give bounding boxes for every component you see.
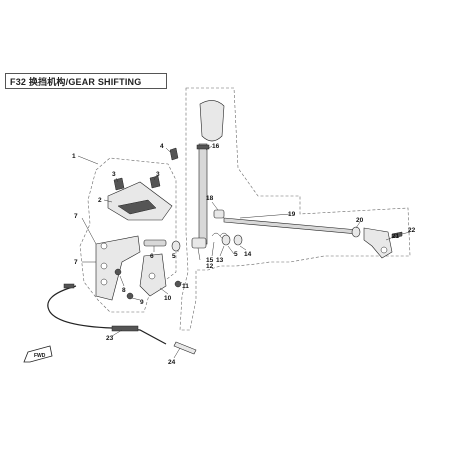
callout-labels: 1 2 3 3 4 5 5 6 7 7 8 9 10 11 12 13 14 1… (72, 143, 416, 366)
callout-20: 20 (356, 217, 364, 224)
callout-1: 1 (72, 153, 76, 160)
part-7-bracket (95, 235, 141, 301)
callout-3b: 3 (156, 171, 160, 178)
part-12-pivot (191, 237, 207, 249)
part-3-bolts (113, 175, 161, 191)
part-11-nut (174, 280, 182, 288)
forward-label: FWD (34, 353, 46, 359)
part-6-pin (143, 239, 167, 247)
part-24-cable-end (173, 341, 197, 355)
callout-13: 13 (216, 257, 224, 264)
diagram-title: F32 换挡机构/GEAR SHIFTING (10, 77, 142, 87)
part-20-washer (351, 226, 361, 238)
callout-7: 7 (74, 213, 78, 220)
callout-4: 4 (160, 143, 164, 150)
part-5-washer (221, 234, 231, 246)
part-9-nut (126, 292, 134, 300)
callout-2: 2 (98, 197, 102, 204)
callout-11: 11 (182, 283, 189, 290)
callout-8: 8 (122, 287, 126, 294)
callout-21: 21 (392, 233, 400, 240)
part-21-shift-arm (363, 227, 393, 259)
shifter-assembly-outline (179, 87, 411, 331)
bracket-assembly-outline (79, 157, 177, 313)
callout-18: 18 (206, 195, 214, 202)
part-18-bushing (213, 209, 225, 219)
callout-19: 19 (288, 211, 296, 218)
callout-10: 10 (164, 295, 172, 302)
part-8-nut (114, 268, 122, 276)
part-23-shift-cable (47, 283, 167, 345)
part-4-nut (169, 147, 179, 161)
callout-5b: 5 (172, 253, 176, 260)
callout-23: 23 (106, 335, 114, 342)
leader-lines (77, 145, 411, 359)
callout-22: 22 (408, 227, 416, 234)
callout-15: 15 (206, 257, 214, 264)
part-16-shift-lever (196, 100, 225, 245)
diagram-title-box: F32 换挡机构/GEAR SHIFTING (5, 73, 167, 89)
callout-24: 24 (168, 359, 176, 366)
callout-9: 9 (140, 299, 144, 306)
part-5-washer-b (171, 240, 181, 252)
callout-14: 14 (244, 251, 252, 258)
part-2-gate-plate (107, 181, 173, 221)
part-14-washer (233, 234, 243, 246)
part-19-shift-rod (223, 217, 359, 235)
forward-arrow-icon: FWD (23, 345, 53, 363)
part-10-plate (139, 253, 167, 297)
callout-12: 12 (206, 263, 214, 270)
callout-5: 5 (234, 251, 238, 258)
callout-3: 3 (112, 171, 116, 178)
callout-7b: 7 (74, 259, 78, 266)
callout-6: 6 (150, 253, 154, 260)
callout-16: 16 (212, 143, 220, 150)
